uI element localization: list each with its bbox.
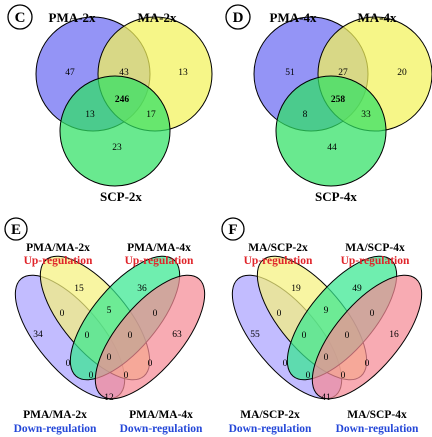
value-pma-only: 47 — [65, 68, 75, 78]
value-bottom: 41 — [321, 393, 331, 403]
value-abd: 0 — [306, 371, 311, 381]
set-label-bottom-right: PMA/MA-4x — [129, 409, 193, 421]
value-abc: 0 — [85, 331, 90, 341]
value-acd: 0 — [341, 371, 346, 381]
value-c: 36 — [137, 284, 147, 294]
value-d: 63 — [172, 330, 182, 340]
set-label-top-left: PMA/MA-2x — [26, 242, 90, 254]
panel-letter-circle — [7, 4, 33, 30]
value-a: 34 — [33, 330, 43, 340]
regulation-label-bottom-right: Down-regulation — [120, 423, 203, 435]
value-ma-only: 20 — [397, 68, 407, 78]
value-cd: 0 — [153, 309, 158, 319]
value-ma-scp: 17 — [146, 110, 156, 120]
panel-letter-circle — [225, 4, 251, 30]
panel-letter-d: D — [233, 10, 244, 26]
set-label-ma-4x: MA-4x — [358, 10, 397, 25]
panel-letter-f: F — [228, 222, 237, 238]
venn-circle-scp-2x — [59, 75, 171, 187]
value-bc: 9 — [324, 306, 329, 316]
set-label-pma-4x: PMA-4x — [270, 10, 317, 25]
venn-ellipse-pma-ma-4x-down — [94, 274, 206, 400]
value-acd: 0 — [124, 371, 129, 381]
panel-e: E PMA/MA-2x Up-regulation PMA/MA-4x Up-r… — [4, 217, 206, 435]
value-ab: 0 — [277, 309, 282, 319]
regulation-label-top-left: Up-regulation — [244, 255, 313, 267]
set-label-top-left: MA/SCP-2x — [248, 242, 308, 254]
value-all: 0 — [324, 353, 329, 363]
panel-letter-c: C — [15, 10, 26, 26]
panel-c: C PMA-2x MA-2x SCP-2x 47 13 43 246 13 17… — [7, 4, 213, 204]
value-ma-scp: 33 — [361, 110, 371, 120]
set-label-top-right: MA/SCP-4x — [345, 242, 405, 254]
set-label-pma-2x: PMA-2x — [49, 10, 96, 25]
value-bd: 0 — [365, 359, 370, 369]
set-label-bottom-right: MA/SCP-4x — [347, 409, 407, 421]
regulation-label-bottom-left: Down-regulation — [229, 423, 312, 435]
panel-d: D PMA-4x MA-4x SCP-4x 51 20 27 258 8 33 … — [225, 4, 432, 204]
value-scp-only: 23 — [112, 143, 122, 153]
regulation-label-bottom-right: Down-regulation — [336, 423, 419, 435]
set-label-scp-4x: SCP-4x — [315, 189, 357, 204]
value-pma-only: 51 — [285, 68, 295, 78]
value-bcd: 0 — [128, 331, 133, 341]
value-pma-ma: 43 — [119, 68, 129, 78]
value-bcd: 0 — [345, 331, 350, 341]
regulation-label-top-right: Up-regulation — [125, 255, 194, 267]
regulation-label-top-right: Up-regulation — [341, 255, 410, 267]
value-ma-only: 13 — [178, 68, 188, 78]
venn-ellipse-ma-scp-4x-down — [311, 274, 423, 400]
set-label-bottom-left: MA/SCP-2x — [240, 409, 300, 421]
set-label-top-right: PMA/MA-4x — [127, 242, 191, 254]
value-pma-scp: 13 — [85, 110, 95, 120]
value-b: 19 — [291, 284, 301, 294]
set-label-ma-2x: MA-2x — [138, 10, 177, 25]
venn-circle-scp-4x — [275, 75, 387, 187]
value-pma-scp: 8 — [303, 110, 308, 120]
panel-letter-circle — [4, 217, 28, 241]
value-all-three: 258 — [331, 95, 346, 105]
value-pma-ma: 27 — [338, 68, 348, 78]
value-ab: 0 — [60, 309, 65, 319]
value-scp-only: 44 — [327, 143, 337, 153]
value-all-three: 246 — [115, 95, 130, 105]
value-ad: 0 — [283, 359, 288, 369]
set-label-scp-2x: SCP-2x — [100, 189, 142, 204]
value-all: 0 — [107, 353, 112, 363]
value-c: 49 — [352, 284, 362, 294]
panel-letter-e: E — [11, 222, 21, 238]
value-cd: 0 — [370, 309, 375, 319]
value-b: 15 — [74, 284, 84, 294]
value-bc: 5 — [107, 306, 112, 316]
panel-letter-circle — [221, 217, 245, 241]
value-d: 16 — [389, 330, 399, 340]
regulation-label-bottom-left: Down-regulation — [14, 423, 97, 435]
value-bd: 0 — [148, 359, 153, 369]
set-label-bottom-left: PMA/MA-2x — [23, 409, 87, 421]
value-a: 55 — [250, 330, 260, 340]
value-abd: 0 — [89, 371, 94, 381]
panel-f: F MA/SCP-2x Up-regulation MA/SCP-4x Up-r… — [221, 217, 423, 435]
value-abc: 0 — [302, 331, 307, 341]
regulation-label-top-left: Up-regulation — [24, 255, 93, 267]
value-bottom: 12 — [104, 393, 114, 403]
value-ad: 0 — [66, 359, 71, 369]
